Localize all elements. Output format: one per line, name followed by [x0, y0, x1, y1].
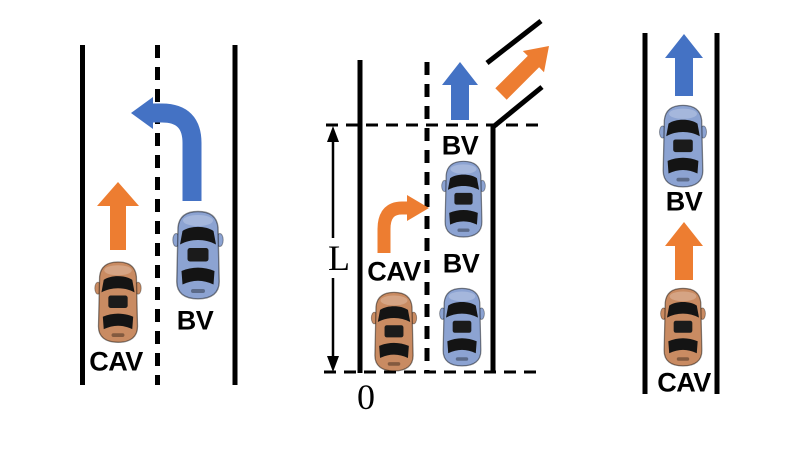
bv-car-left-panel — [172, 210, 224, 300]
cav-car-left-panel — [94, 261, 142, 343]
cav-label-left-panel: CAV — [89, 346, 143, 377]
cav-diverge-arrow-icon — [495, 46, 549, 100]
origin-label: 0 — [357, 377, 375, 417]
middle-panel-diverge-upper-edge — [485, 19, 543, 65]
cav-car-right-panel — [659, 287, 707, 367]
cav-label-middle-panel: CAV — [367, 256, 421, 287]
dimension-arrowhead-up-icon — [327, 126, 339, 142]
length-dimension-annotation — [327, 126, 339, 372]
bv-left-turn-arrow-icon — [152, 103, 202, 201]
panel-middle-merge-scenario — [324, 19, 549, 374]
middle-panel-diverge-lower-edge — [491, 85, 544, 129]
panel-left-turn-scenario — [80, 45, 238, 385]
bv-car-right-panel — [658, 104, 708, 188]
length-label: L — [328, 238, 350, 278]
bv-label-right-panel: BV — [665, 186, 703, 217]
bv-front-car-middle-panel — [441, 160, 486, 238]
bv-rear-label-middle-panel: BV — [442, 248, 480, 279]
cav-merge-right-arrow-icon — [377, 201, 407, 253]
bv-forward-arrow-icon — [665, 34, 703, 96]
bv-left-turn-arrowhead-icon — [131, 97, 153, 129]
bv-front-label-middle-panel: BV — [441, 130, 479, 161]
bv-label-left-panel: BV — [176, 305, 214, 336]
panel-right-following-scenario — [642, 33, 720, 394]
cav-label-right-panel: CAV — [657, 367, 711, 398]
bv-rear-car-middle-panel — [438, 287, 486, 367]
bv-through-arrow-icon — [442, 62, 478, 120]
cav-merge-right-arrowhead-icon — [407, 195, 429, 221]
cav-forward-arrow-icon — [665, 222, 703, 280]
cav-straight-arrow-icon — [97, 182, 139, 250]
cav-car-middle-panel — [370, 291, 418, 372]
dimension-arrowhead-down-icon — [327, 356, 339, 372]
